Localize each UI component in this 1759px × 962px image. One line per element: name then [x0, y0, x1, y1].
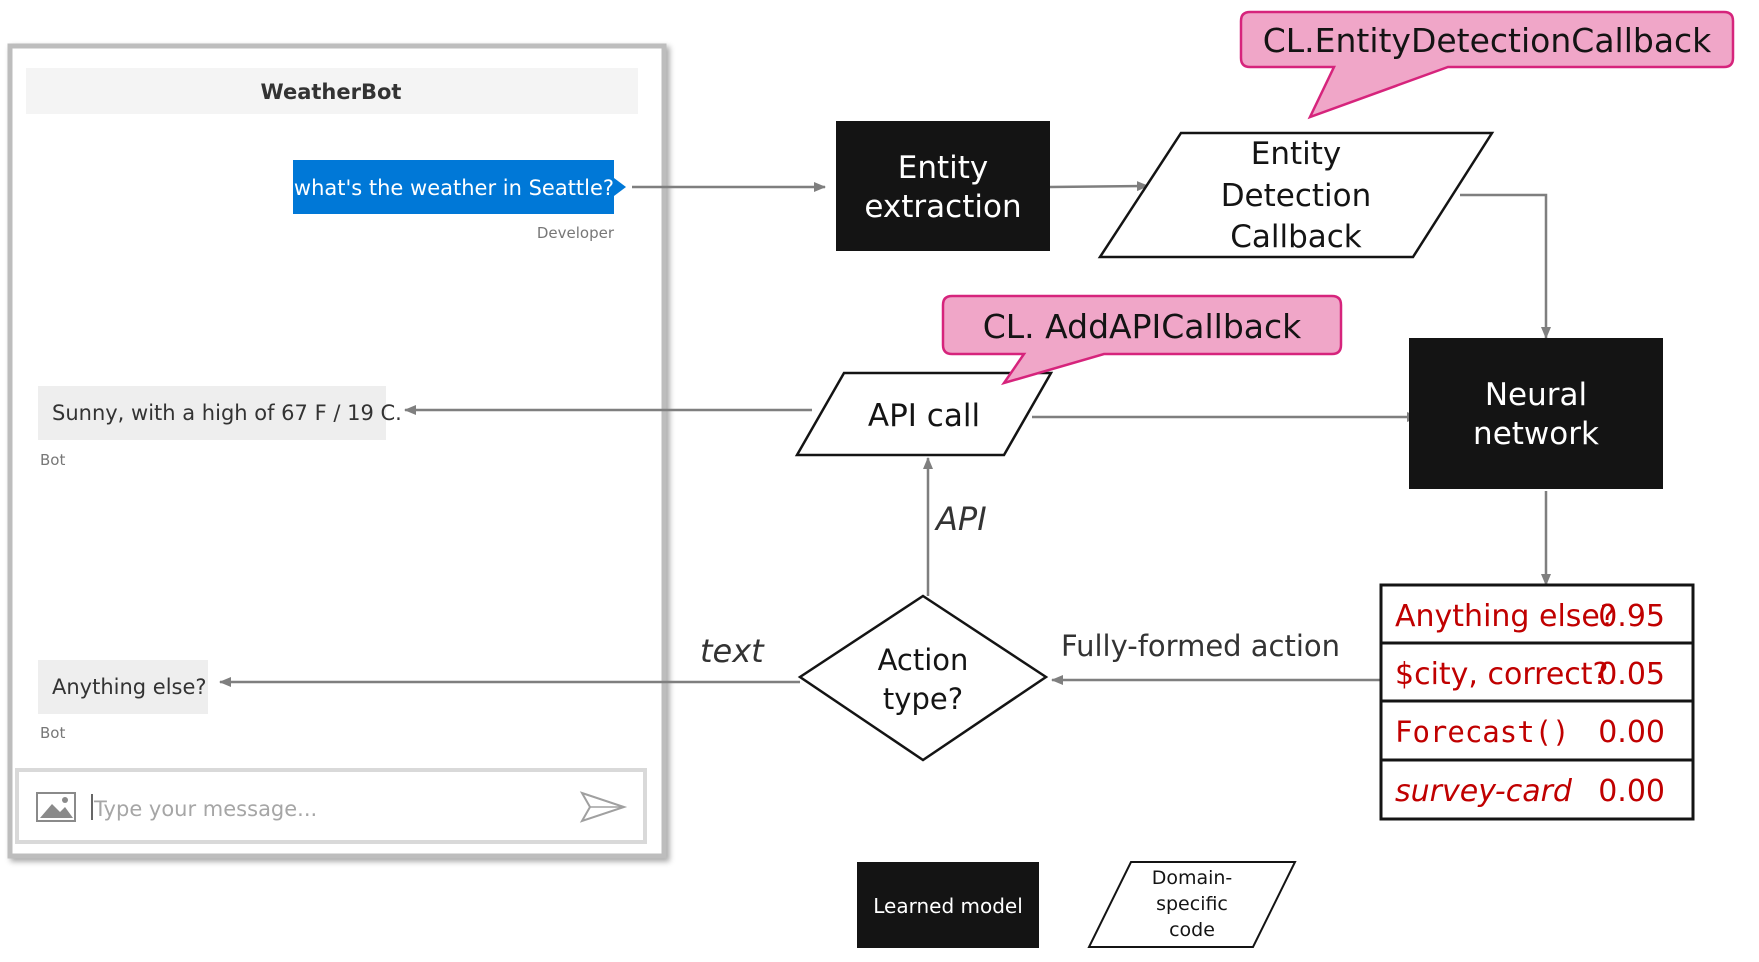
entity-callback-callout-text: CL.EntityDetectionCallback: [1263, 21, 1712, 60]
action-row-label: $city, correct?: [1395, 657, 1608, 692]
action-row-score: 0.05: [1598, 657, 1665, 692]
action-scores-table: Anything else? 0.95 $city, correct? 0.05…: [1379, 583, 1695, 821]
api-callback-callout: CL. AddAPICallback: [941, 294, 1343, 386]
user-message-text: what's the weather in Seattle?: [294, 176, 614, 200]
action-type-decision: Action type?: [797, 594, 1049, 762]
entity-extraction-box: Entity extraction: [836, 121, 1050, 251]
image-upload-icon[interactable]: [36, 792, 76, 822]
message-input[interactable]: [94, 794, 574, 824]
bot-message-bubble: [38, 386, 386, 440]
callback-label-line1: Entity: [1251, 136, 1342, 172]
legend: Learned model Domain- specific code: [857, 861, 1297, 948]
neural-network-box: Neural network: [1409, 338, 1663, 489]
legend-learned-model-swatch: [857, 862, 1039, 948]
action-type-label-line2: type?: [883, 682, 963, 716]
legend-domain-code-line3: code: [1169, 919, 1215, 941]
connectors: [219, 181, 1551, 687]
action-row-label: Forecast(): [1395, 715, 1570, 749]
chat-panel: WeatherBot what's the weather in Seattle…: [7, 43, 667, 859]
entity-extraction-label-line2: extraction: [864, 189, 1021, 225]
bot-message-text: Anything else?: [52, 675, 207, 699]
entity-extraction-label-line1: Entity: [898, 150, 989, 186]
user-bubble-tail: [614, 178, 626, 196]
bot-message-bubble: [38, 660, 208, 714]
action-row-label: Anything else?: [1395, 599, 1616, 634]
legend-domain-code-swatch: [1087, 861, 1297, 948]
chat-title: WeatherBot: [261, 80, 402, 104]
neural-network-label-line2: network: [1473, 416, 1599, 452]
edge-label-api: API: [934, 500, 987, 538]
api-call-box: API call: [794, 371, 1054, 457]
action-row-score: 0.95: [1598, 599, 1665, 634]
bot-message-text: Sunny, with a high of 67 F / 19 C.: [52, 401, 402, 425]
entity-detection-callback-box: Entity Detection Callback: [1097, 131, 1495, 259]
legend-domain-code-line2: specific: [1156, 893, 1228, 915]
entity-callback-callout: CL.EntityDetectionCallback: [1239, 10, 1735, 120]
send-icon[interactable]: [579, 791, 628, 823]
bot-message-sender: Bot: [40, 724, 65, 742]
neural-network-label-line1: Neural: [1485, 377, 1587, 413]
action-type-label-line1: Action: [878, 643, 969, 677]
edge-label-text: text: [700, 632, 765, 670]
action-row-score: 0.00: [1598, 715, 1665, 750]
action-row-score: 0.00: [1598, 774, 1665, 809]
user-message-bubble: [293, 160, 614, 214]
arrow-extraction-to-callback: [1049, 181, 1149, 192]
arrow-callback-to-neural-network: [1460, 193, 1551, 339]
edge-label-fully-formed-action: Fully-formed action: [1061, 629, 1340, 663]
api-call-label: API call: [868, 398, 980, 434]
legend-learned-model-label: Learned model: [873, 894, 1023, 918]
bot-message-sender: Bot: [40, 451, 65, 469]
action-row-label: survey-card: [1395, 774, 1573, 809]
user-message-sender: Developer: [537, 224, 615, 242]
callback-label-line3: Callback: [1230, 219, 1362, 255]
api-callback-callout-text: CL. AddAPICallback: [983, 307, 1302, 346]
callback-label-line2: Detection: [1221, 178, 1372, 214]
legend-domain-code-line1: Domain-: [1152, 867, 1233, 889]
chat-header: [26, 68, 638, 114]
